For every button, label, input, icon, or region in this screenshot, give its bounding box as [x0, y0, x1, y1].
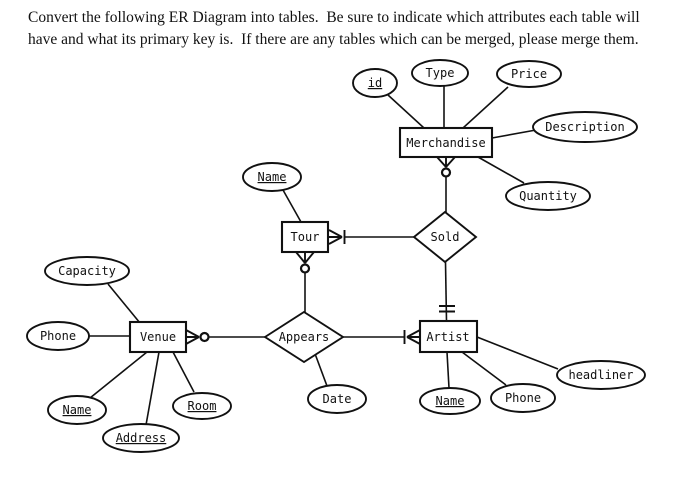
attribute-artist-name-label: Name — [436, 394, 465, 408]
attribute-links — [89, 86, 559, 426]
entity-venue: Venue — [128, 320, 188, 354]
link-price-merchandise — [462, 86, 509, 129]
attribute-quantity: Quantity — [505, 181, 591, 211]
attribute-price-label: Price — [511, 67, 547, 81]
entity-merchandise-box — [398, 126, 494, 159]
attribute-type: Type — [411, 59, 469, 87]
optional-zero-circle-icon — [299, 263, 311, 274]
attribute-date-ellipse — [307, 384, 367, 414]
entity-artist-label: Artist — [426, 330, 469, 344]
entity-tour: Tour — [280, 220, 330, 254]
attribute-address: Address — [102, 423, 180, 453]
attribute-artist-phone-ellipse — [490, 383, 556, 413]
link-description-merchandise — [491, 129, 537, 139]
attribute-capacity: Capacity — [44, 256, 130, 286]
attribute-price: Price — [496, 60, 562, 88]
link-name-venue — [89, 351, 148, 399]
relationship-links — [185, 156, 456, 345]
attribute-date-label: Date — [323, 392, 352, 406]
link-id-merchandise — [387, 94, 425, 129]
entity-tour-box — [280, 220, 330, 254]
attribute-artist-name-ellipse — [419, 387, 481, 415]
crows-foot-many-icon — [406, 329, 421, 345]
attribute-room: Room — [172, 392, 232, 420]
attribute-tour-name-ellipse — [242, 162, 302, 192]
attribute-description: Description — [532, 111, 638, 143]
attribute-type-ellipse — [411, 59, 469, 87]
entity-artist-box — [418, 319, 479, 354]
attribute-description-label: Description — [545, 120, 624, 134]
attribute-room-label: Room — [188, 399, 217, 413]
optional-zero-circle-icon — [199, 331, 210, 343]
crows-foot-many-icon — [295, 251, 315, 264]
attribute-quantity-ellipse — [505, 181, 591, 211]
attribute-artist-phone: Phone — [490, 383, 556, 413]
relationship-appears: Appears — [263, 310, 345, 364]
attribute-artist-phone-label: Phone — [505, 391, 541, 405]
attribute-address-label: Address — [116, 431, 167, 445]
attribute-venue-name-label: Name — [63, 403, 92, 417]
attribute-capacity-ellipse — [44, 256, 130, 286]
instructions-line-2: have and what its primary key is. If the… — [28, 31, 639, 49]
instructions-line-1: Convert the following ER Diagram into ta… — [28, 9, 640, 26]
attribute-venue-phone: Phone — [26, 321, 90, 351]
attribute-date: Date — [307, 384, 367, 414]
attribute-id-label: id — [368, 76, 382, 90]
exactly-one-double-bar-icon — [439, 305, 455, 313]
link-date-appears — [313, 350, 328, 387]
link-headliner-artist — [476, 336, 559, 370]
attribute-venue-phone-label: Phone — [40, 329, 76, 343]
entity-artist: Artist — [418, 319, 479, 354]
attribute-address-ellipse — [102, 423, 180, 453]
attribute-id-ellipse — [352, 68, 398, 98]
attribute-headliner: headliner — [556, 360, 646, 390]
relationship-appears-diamond — [263, 310, 345, 364]
link-room-venue — [172, 351, 195, 393]
crows-foot-many-icon — [436, 156, 456, 168]
relationship-sold: Sold — [412, 210, 478, 264]
attribute-artist-name: Name — [419, 387, 481, 415]
attribute-headliner-ellipse — [556, 360, 646, 390]
entity-venue-label: Venue — [140, 330, 176, 344]
entity-tour-label: Tour — [291, 230, 320, 244]
optional-zero-circle-icon — [440, 167, 452, 178]
link-name-artist — [446, 351, 450, 389]
instructions-text: Convert the following ER Diagram into ta… — [28, 7, 680, 51]
entity-merchandise-label: Merchandise — [406, 136, 485, 150]
attribute-tour-name-label: Name — [258, 170, 287, 184]
attribute-venue-phone-ellipse — [26, 321, 90, 351]
attribute-headliner-label: headliner — [568, 368, 633, 382]
attribute-id: id — [352, 68, 398, 98]
attribute-venue-name: Name — [47, 395, 107, 425]
attribute-room-ellipse — [172, 392, 232, 420]
link-capacity-venue — [107, 283, 141, 324]
relationship-appears-label: Appears — [279, 330, 330, 344]
attribute-price-ellipse — [496, 60, 562, 88]
attribute-capacity-label: Capacity — [58, 264, 116, 278]
link-phone-artist — [461, 351, 507, 386]
crows-foot-many-icon — [328, 229, 343, 245]
link-quantity-merchandise — [477, 156, 525, 184]
link-address-venue — [145, 351, 160, 426]
attribute-venue-name-ellipse — [47, 395, 107, 425]
attribute-tour-name: Name — [242, 162, 302, 192]
entity-venue-box — [128, 320, 188, 354]
relationship-sold-label: Sold — [431, 230, 460, 244]
link-name-tour — [282, 189, 302, 223]
attribute-description-ellipse — [532, 111, 638, 143]
relationship-sold-diamond — [412, 210, 478, 264]
attribute-type-label: Type — [426, 66, 455, 80]
crows-foot-many-icon — [185, 329, 200, 345]
entity-merchandise: Merchandise — [398, 126, 494, 159]
attribute-quantity-label: Quantity — [519, 189, 577, 203]
